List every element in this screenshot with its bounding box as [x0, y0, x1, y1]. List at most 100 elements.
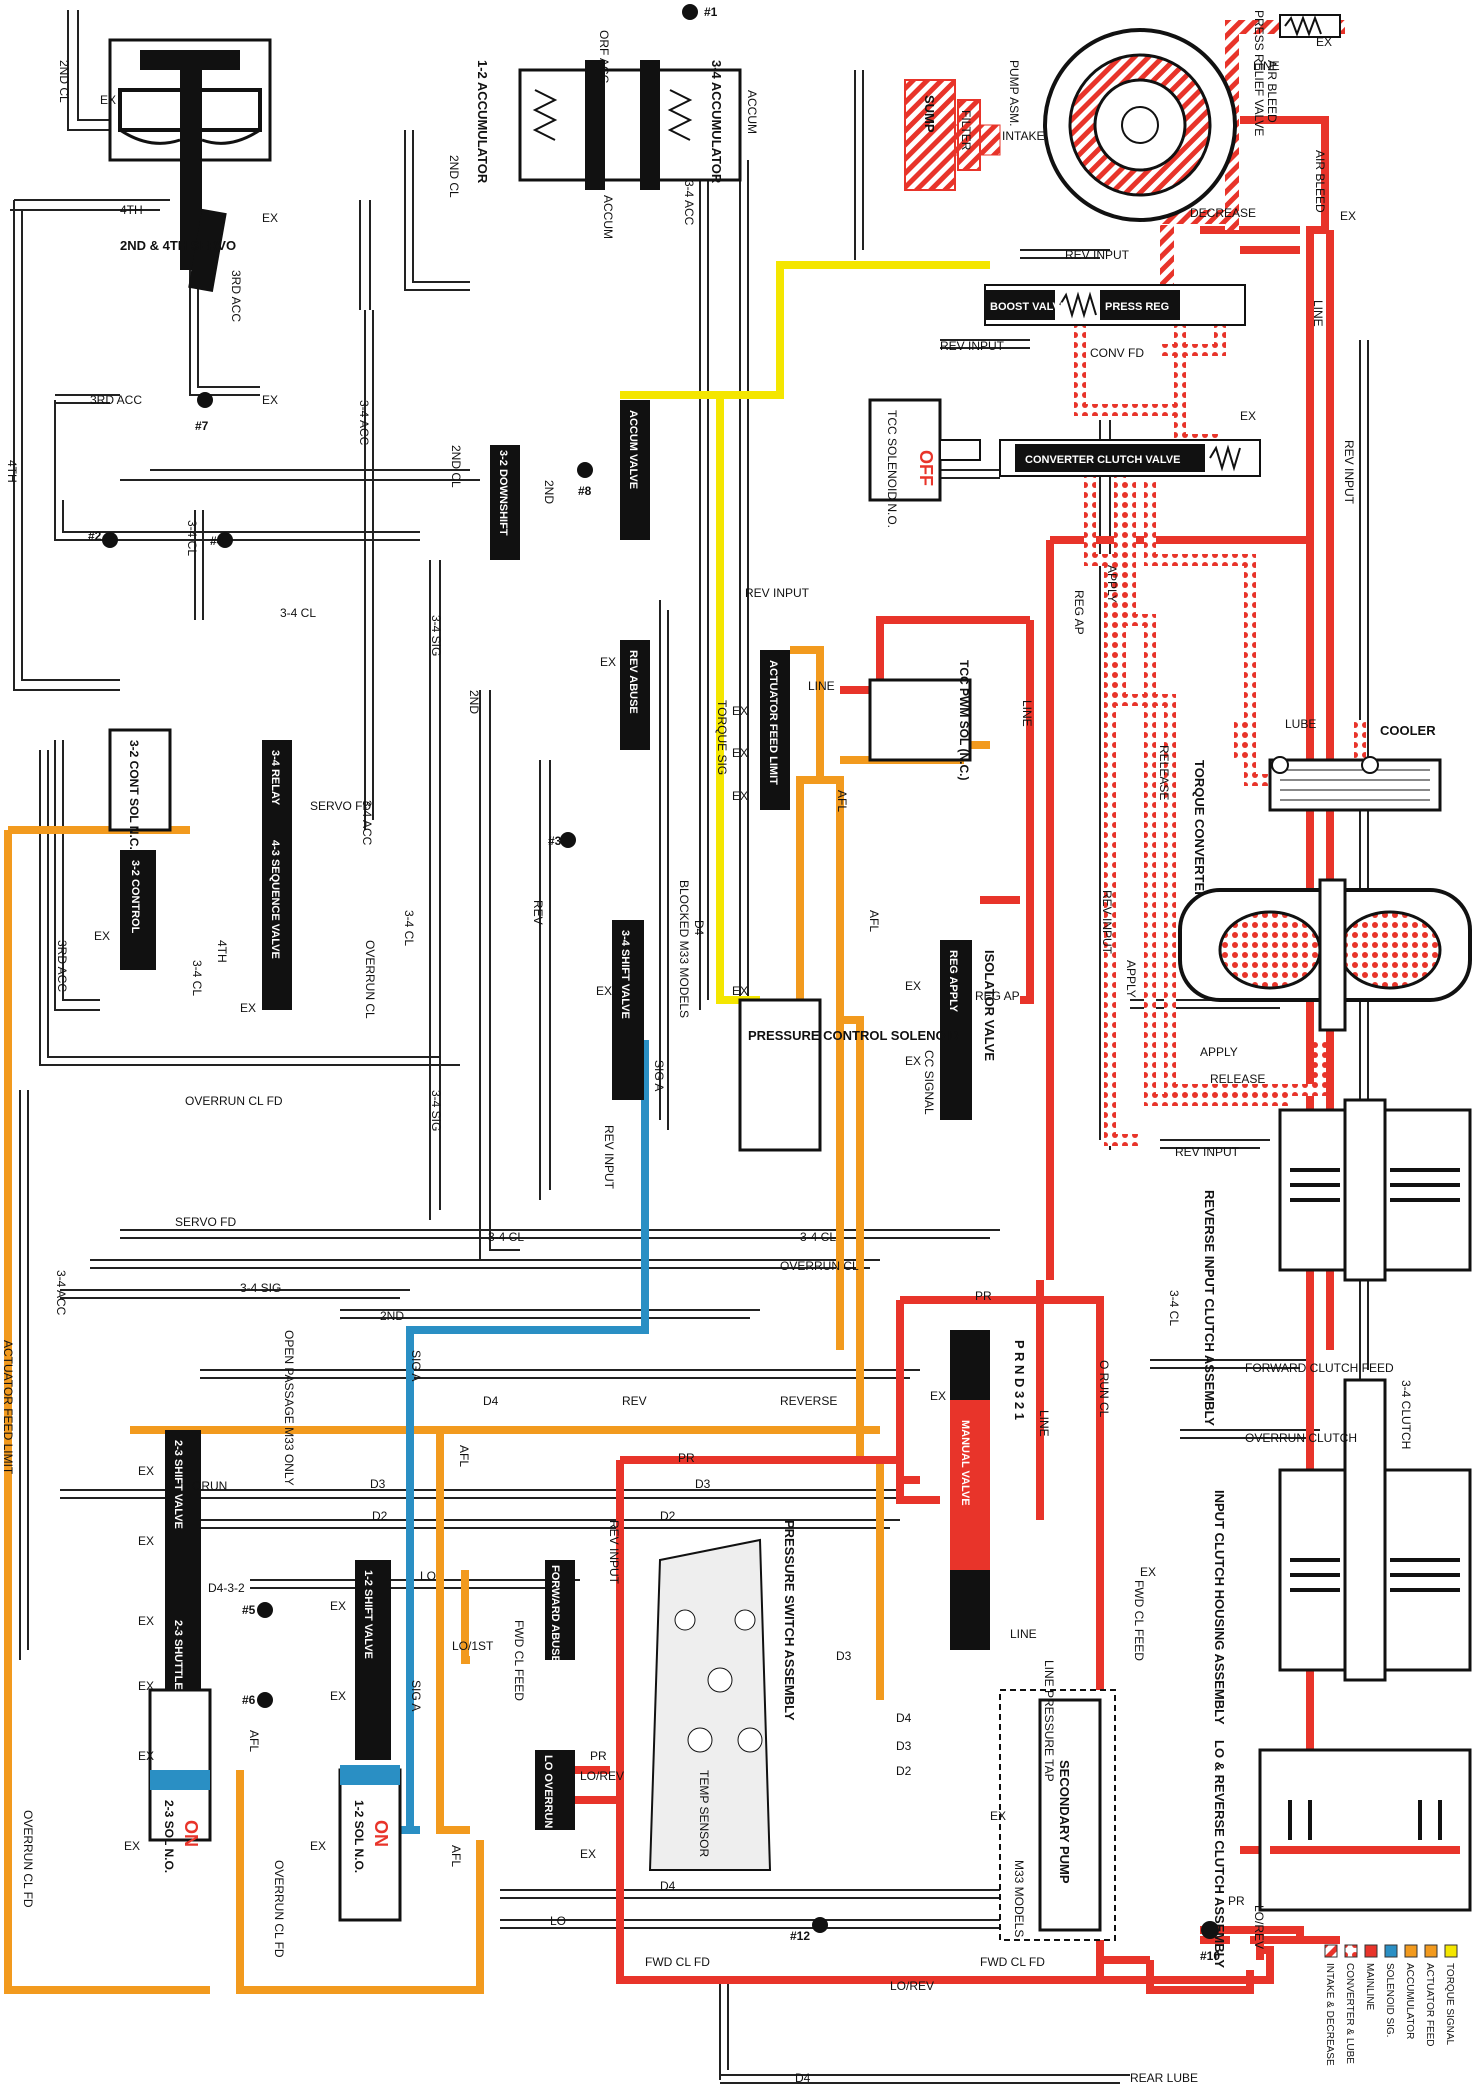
- lbl-34acc-a: 3-4 ACC: [357, 400, 371, 446]
- downshift32-label: 3-2 DOWNSHIFT: [497, 450, 509, 536]
- lbl-2nd-c: 2ND: [380, 1309, 404, 1323]
- checkball-12: [812, 1917, 828, 1933]
- checkball-12-label: #12: [790, 1929, 810, 1943]
- lbl-ex-21: EX: [138, 1679, 154, 1693]
- checkballs: #1 #2 #3 #4 #5 #6 #7 #8 #10 #12: [88, 4, 1220, 1963]
- legend-label: CONVERTER & LUBE: [1344, 1963, 1355, 2064]
- cooler-label: COOLER: [1380, 723, 1436, 738]
- control32-label: 3-2 CONTROL: [129, 860, 141, 934]
- lbl-4th-c: 4TH: [215, 940, 229, 963]
- lbl-orun: O RUN CL: [1097, 1360, 1111, 1418]
- lbl-convfd: CONV FD: [1090, 346, 1144, 360]
- lbl-line-a: LINE: [1253, 59, 1280, 73]
- lbl-34acc-c: 3-4 ACC: [54, 1270, 68, 1316]
- lbl-revinput-e: REV INPUT: [1100, 890, 1114, 955]
- lbl-apply-b: APPLY: [1105, 565, 1119, 603]
- shift12-label: 1-2 SHIFT VALVE: [362, 1570, 374, 1659]
- sequence43-label: 4-3 SEQUENCE VALVE: [269, 840, 281, 959]
- lbl-revinput-b: REV INPUT: [940, 339, 1005, 353]
- servo-label: 2ND & 4TH SERVO: [120, 238, 236, 253]
- lbl-overruncl-a: OVERRUN CL: [363, 940, 377, 1019]
- lbl-afl-e: AFL: [449, 1845, 463, 1867]
- lbl-4th-a: 4TH: [120, 203, 143, 217]
- hatch-swatch-icon: [1324, 1944, 1338, 1958]
- lbl-servofd-b: SERVO FD: [175, 1215, 236, 1229]
- lbl-revinput-a: REV INPUT: [1065, 248, 1130, 262]
- lbl-ex-13: EX: [596, 984, 612, 998]
- manual-valve-label: MANUAL VALVE: [959, 1420, 971, 1506]
- tcc-sol-label: TCC SOLENOID N.O.: [885, 410, 899, 528]
- checkball-10: [1201, 1921, 1219, 1939]
- accum-valve-label: ACCUM VALVE: [627, 410, 639, 489]
- valve-bodies: [108, 400, 990, 1922]
- lbl-ex-12: EX: [94, 929, 110, 943]
- lbl-fwdclfeed-a: FWD CL FEED: [1132, 1580, 1146, 1661]
- checkball-2: [102, 532, 118, 548]
- lbl-d4-b: D4: [483, 1394, 499, 1408]
- lbl-d2-b: D2: [372, 1509, 388, 1523]
- lbl-ex-23: EX: [124, 1839, 140, 1853]
- lbl-34sig-b: 3-4 SIG: [429, 1090, 443, 1131]
- lbl-3rdacc-a: 3RD ACC: [229, 270, 243, 322]
- lbl-d4-a: D4: [692, 920, 706, 936]
- torque-converter: [1178, 878, 1472, 1032]
- lbl-2ndcl-c: 2ND CL: [449, 445, 463, 488]
- lbl-d4-e: D4: [795, 2071, 811, 2085]
- lbl-3rdacc-b: 3RD ACC: [90, 393, 142, 407]
- actuator-feed-label: ACTUATOR FEED LIMIT: [767, 660, 779, 785]
- lbl-line-b: LINE: [1311, 300, 1325, 327]
- cont-sol32-label: 3-2 CONT SOL N.C.: [127, 740, 141, 850]
- forward-abuse-label: FORWARD ABUSE: [549, 1565, 561, 1663]
- lbl-line-c: LINE: [808, 679, 835, 693]
- pressure-switch-plate: [648, 1538, 772, 1871]
- pcs-label: PRESSURE CONTROL SOLENOID: [748, 1028, 959, 1043]
- lo-overrun-label: LO OVERRUN: [542, 1755, 554, 1828]
- checkball-8-label: #8: [578, 484, 592, 498]
- blocked-m33-note: BLOCKED M33 MODELS: [677, 880, 691, 1018]
- lbl-ex-6: EX: [1240, 409, 1256, 423]
- lbl-d432: D4-3-2: [208, 1581, 245, 1595]
- lbl-ex-18: EX: [138, 1464, 154, 1478]
- lbl-ex-24: EX: [330, 1599, 346, 1613]
- open-passage-note: OPEN PASSAGE M33 ONLY: [282, 1330, 296, 1486]
- lbl-ex-29: EX: [1140, 1565, 1156, 1579]
- red-swatch-icon: [1364, 1944, 1378, 1958]
- checkball-8: [577, 462, 593, 478]
- lbl-fwdclfd-b: FWD CL FD: [980, 1955, 1045, 1969]
- lbl-pr-a: PR: [975, 1289, 992, 1303]
- secondary-pump-label: SECONDARY PUMP: [1057, 1760, 1072, 1884]
- lbl-d2-c: D2: [896, 1764, 912, 1778]
- sol12-state: ON: [371, 1820, 391, 1847]
- lbl-34acc-b: 3-4 ACC: [360, 800, 374, 846]
- lbl-rev-a: REV: [531, 900, 545, 925]
- lbl-d3-d: D3: [896, 1739, 912, 1753]
- lbl-overruncl-b: OVERRUN CL: [780, 1259, 859, 1273]
- lbl-ccsignal: CC SIGNAL: [922, 1050, 936, 1115]
- lbl-ex-2: EX: [262, 211, 278, 225]
- reverse-input-clutch: [1278, 1098, 1472, 1282]
- lbl-orun-short: ORUN: [192, 1479, 227, 1493]
- yellow-swatch-icon: [1444, 1944, 1458, 1958]
- checkball-3: [560, 832, 576, 848]
- accumulator-12-label: 1-2 ACCUMULATOR: [475, 60, 490, 184]
- servo-assembly: [108, 38, 272, 292]
- lbl-34sig-c: 3-4 SIG: [240, 1281, 281, 1295]
- clutch34: 3-4 CLUTCH: [1399, 1380, 1413, 1449]
- sump-filter: [904, 79, 981, 191]
- checkball-6-label: #6: [242, 1693, 256, 1707]
- sump-label: SUMP: [922, 95, 937, 133]
- lbl-34cl-f: 3-4 CL: [800, 1230, 836, 1244]
- lbl-siga-a: SIG A: [652, 1060, 666, 1091]
- forward-clutch-feed: FORWARD CLUTCH FEED: [1245, 1361, 1394, 1375]
- lbl-orfacc: ORF ACC: [597, 30, 611, 84]
- lbl-ex-8: EX: [732, 704, 748, 718]
- lbl-d4-d: D4: [660, 1879, 676, 1893]
- lbl-34cl-c: 3-4 CL: [402, 910, 416, 946]
- lbl-overruncl-fd-a: OVERRUN CL FD: [185, 1094, 283, 1108]
- legend-label: MAINLINE: [1364, 1963, 1375, 2011]
- overrun-clutch: OVERRUN CLUTCH: [1245, 1431, 1357, 1445]
- relay34-label: 3-4 RELAY: [269, 750, 281, 806]
- legend-label: TORQUE SIGNAL: [1444, 1963, 1455, 2045]
- rear-lube: REAR LUBE: [1130, 2071, 1198, 2085]
